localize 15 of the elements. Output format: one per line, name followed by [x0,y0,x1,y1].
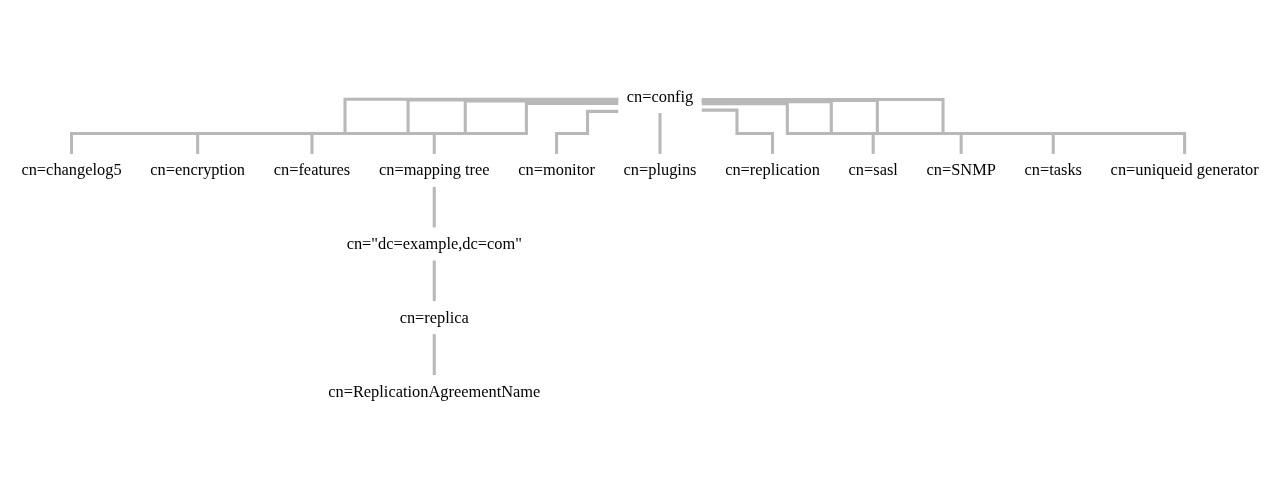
connector-line [432,102,619,156]
connector-line [701,99,1055,156]
connector-line [196,98,619,156]
connector-line [310,99,619,156]
connector-line [432,333,436,378]
connector-line [701,102,875,156]
connector-line [555,110,619,156]
connector-line [658,111,662,156]
node-label: cn=ReplicationAgreementName [320,375,549,409]
connector-line [701,98,1187,156]
connector-line [701,100,963,156]
node-label: cn=plugins [615,154,705,188]
connector-line [432,259,436,304]
connector-line [701,109,775,156]
connector-line [432,185,436,230]
